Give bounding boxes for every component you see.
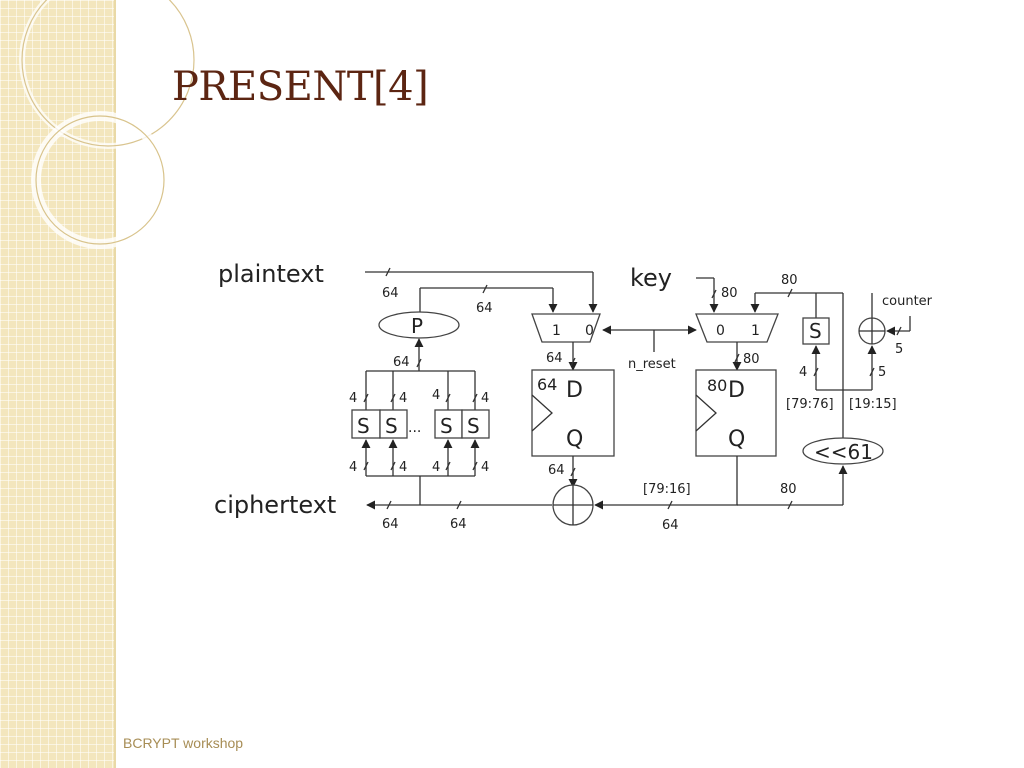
width-label: 80 [743, 352, 760, 367]
sbox-4-label: S [467, 414, 480, 438]
data-register-q: Q [566, 427, 583, 452]
n-reset-label: n_reset [628, 357, 676, 372]
sbox-1-label: S [357, 414, 370, 438]
width-label: [19:15] [849, 397, 897, 412]
width-label: 64 [548, 463, 565, 478]
width-label: 64 [450, 517, 467, 532]
width-label: 80 [721, 286, 738, 301]
width-label: [79:16] [643, 482, 691, 497]
width-label: 64 [662, 518, 679, 533]
counter-label: counter [882, 294, 933, 309]
data-register [531, 369, 615, 457]
rotate-label: <<61 [814, 440, 873, 464]
decorative-rings [19, 0, 197, 249]
width-label: 64 [382, 286, 399, 301]
width-label: 4 [481, 460, 489, 475]
width-label: 4 [799, 365, 807, 380]
key-register [695, 369, 777, 457]
ciphertext-label: ciphertext [214, 491, 336, 519]
width-label: 5 [878, 365, 886, 380]
sbox-4 [461, 409, 490, 439]
key-register-d: D [728, 378, 745, 403]
width-label: 4 [432, 460, 440, 475]
key-mux-input-0: 0 [716, 323, 725, 339]
sbox-1 [351, 409, 381, 439]
p-box-label: P [411, 314, 423, 338]
sidebar-edge [114, 0, 116, 768]
slide-footer: BCRYPT workshop [123, 735, 244, 751]
width-label: 80 [780, 482, 797, 497]
key-mux-input-1: 1 [751, 323, 760, 339]
width-label: 4 [349, 391, 357, 406]
width-label: 64 [537, 375, 557, 394]
plaintext-label: plaintext [218, 260, 324, 288]
slide-title: PRESENT[4] [172, 64, 429, 110]
data-register-d: D [566, 378, 583, 403]
width-label: 64 [382, 517, 399, 532]
sbox-ellipsis: ... [408, 420, 421, 436]
key-sbox [802, 317, 830, 345]
data-mux-input-1: 1 [552, 323, 561, 339]
rotate-block [802, 437, 884, 465]
data-mux [531, 313, 601, 343]
width-label: 4 [399, 460, 407, 475]
sbox-2 [379, 409, 408, 439]
width-label: 4 [349, 460, 357, 475]
width-label: 64 [476, 301, 493, 316]
key-register-q: Q [728, 427, 745, 452]
sbox-3 [434, 409, 463, 439]
width-label: 80 [781, 273, 798, 288]
width-label: 64 [546, 351, 563, 366]
width-label: 80 [707, 376, 727, 395]
width-label: 5 [895, 342, 903, 357]
width-label: 4 [481, 391, 489, 406]
key-label: key [630, 264, 672, 292]
p-box [378, 311, 460, 339]
width-label: 64 [393, 355, 410, 370]
present-block-diagram: plaintext ciphertext key counter n_reset… [214, 260, 933, 533]
width-label: 4 [432, 388, 440, 403]
width-label: [79:76] [786, 397, 834, 412]
sbox-2-label: S [385, 414, 398, 438]
key-sbox-label: S [809, 319, 822, 343]
key-mux [695, 313, 779, 343]
sbox-3-label: S [440, 414, 453, 438]
data-mux-input-0: 0 [585, 323, 594, 339]
width-label: 4 [399, 391, 407, 406]
